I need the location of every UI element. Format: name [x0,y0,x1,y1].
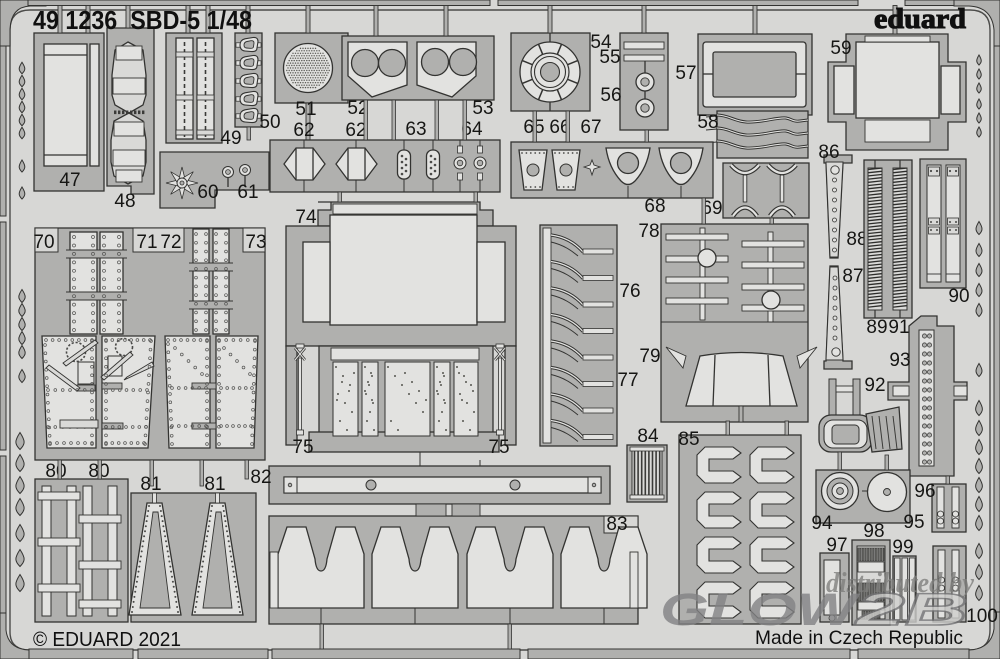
svg-text:68: 68 [644,196,665,217]
svg-text:61: 61 [237,182,258,203]
svg-text:91: 91 [888,317,909,338]
svg-text:55: 55 [599,47,620,68]
svg-text:69: 69 [701,198,722,219]
svg-text:62: 62 [345,120,366,141]
svg-text:99: 99 [892,537,913,558]
svg-text:63: 63 [405,119,426,140]
svg-text:59: 59 [830,38,851,59]
svg-text:57: 57 [675,63,696,84]
svg-text:90: 90 [948,286,969,307]
svg-text:94: 94 [811,513,833,534]
svg-text:88: 88 [846,229,867,250]
svg-text:93: 93 [889,350,910,371]
svg-text:56: 56 [600,85,621,106]
svg-text:52: 52 [347,98,368,119]
svg-text:78: 78 [638,221,659,242]
svg-text:60: 60 [197,182,218,203]
svg-text:© EDUARD 2021: © EDUARD 2021 [33,629,181,651]
svg-text:98: 98 [863,521,884,542]
svg-text:83: 83 [606,514,627,535]
svg-text:81: 81 [204,474,225,495]
svg-text:77: 77 [617,370,638,391]
svg-text:47: 47 [59,170,80,191]
svg-text:67: 67 [580,117,601,138]
svg-text:74: 74 [295,207,317,228]
svg-text:Made in Czech Republic: Made in Czech Republic [755,627,963,649]
svg-text:82: 82 [250,467,271,488]
svg-text:71: 71 [136,232,157,253]
svg-text:62: 62 [293,120,314,141]
svg-text:49 1236 SBD-5 1/48: 49 1236 SBD-5 1/48 [33,5,252,35]
svg-text:49: 49 [220,128,241,149]
svg-text:eduard: eduard [874,3,966,35]
svg-text:86: 86 [818,142,839,163]
svg-text:95: 95 [903,512,924,533]
svg-text:97: 97 [826,535,847,556]
svg-text:54: 54 [590,32,612,53]
svg-text:96: 96 [914,481,935,502]
svg-text:GLOW: GLOW [660,584,861,635]
svg-text:53: 53 [472,98,493,119]
svg-text:48: 48 [114,191,135,212]
svg-text:58: 58 [697,112,718,133]
svg-text:80: 80 [45,461,66,482]
svg-text:89: 89 [866,317,887,338]
svg-text:70: 70 [33,232,54,253]
svg-text:72: 72 [160,232,181,253]
svg-text:87: 87 [842,266,863,287]
svg-text:79: 79 [639,346,660,367]
svg-text:75: 75 [292,437,313,458]
svg-text:85: 85 [678,429,699,450]
svg-text:75: 75 [488,437,509,458]
svg-text:distributed by: distributed by [826,568,975,599]
svg-text:66: 66 [549,117,570,138]
svg-text:100: 100 [966,606,998,627]
svg-text:92: 92 [864,375,885,396]
svg-text:50: 50 [259,112,280,133]
svg-text:76: 76 [619,281,640,302]
svg-text:51: 51 [295,99,316,120]
svg-text:73: 73 [245,232,266,253]
svg-text:84: 84 [637,426,659,447]
svg-text:2B: 2B [854,584,968,635]
